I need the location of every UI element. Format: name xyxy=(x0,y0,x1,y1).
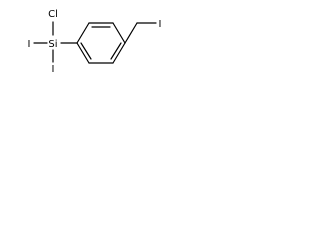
atom-i-left-label: I xyxy=(28,39,31,50)
ring-bond-6 xyxy=(76,42,90,64)
ring-double-bond-3 xyxy=(80,42,92,60)
atom-cl-label: Cl xyxy=(48,9,58,20)
atom-labels: Cl Si I I I xyxy=(28,9,162,75)
bond-ring-ch2 xyxy=(124,22,138,44)
bonds xyxy=(33,21,157,64)
ring-bond-3 xyxy=(112,22,126,44)
ring-double-bond-2 xyxy=(110,42,122,60)
atom-i-right-label: I xyxy=(159,19,162,30)
ring-bond-4 xyxy=(112,42,126,64)
atom-i-bottom-label: I xyxy=(52,64,55,75)
ring-bond-1 xyxy=(76,22,90,44)
atom-si-label: Si xyxy=(48,39,57,50)
molecule-diagram: Cl Si I I I xyxy=(28,9,162,75)
